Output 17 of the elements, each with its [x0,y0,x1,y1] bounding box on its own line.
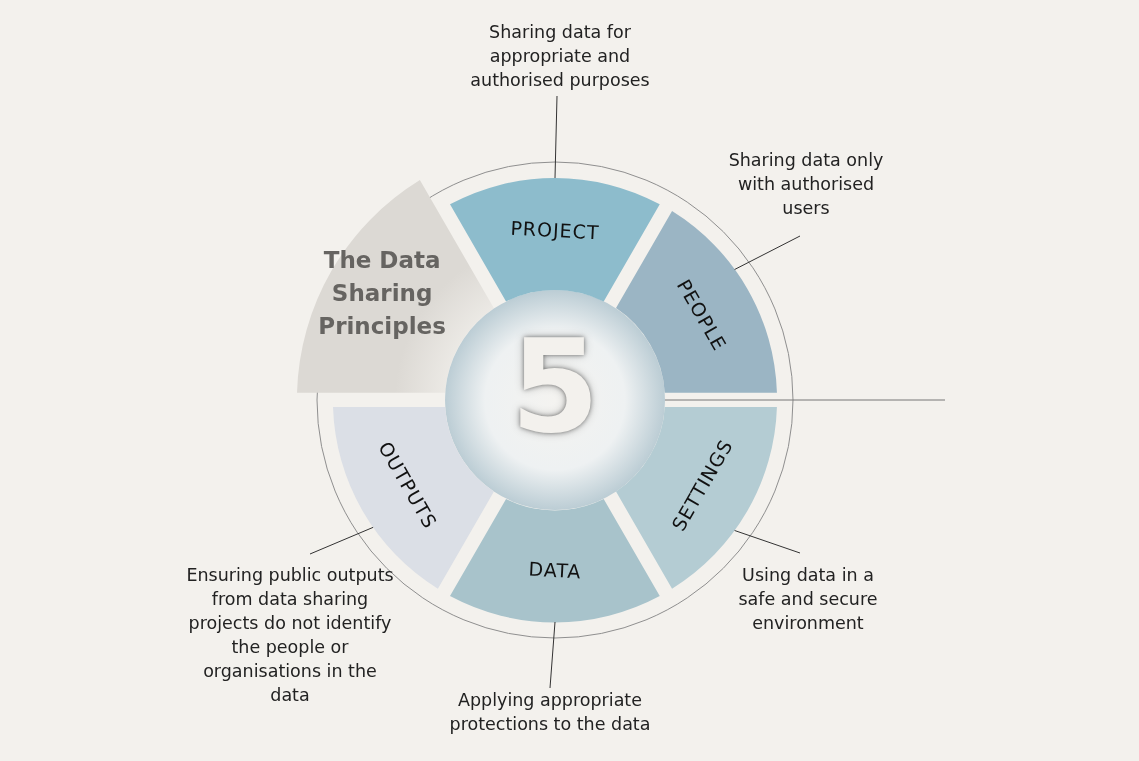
title-text: The Data Sharing Principles [317,246,447,342]
leader-line [309,526,374,555]
leader-line [734,235,801,270]
number-label: 5 [510,322,600,451]
ring-segment [450,498,660,622]
description-text: Sharing data for appropriate and authorised purposes [450,20,670,92]
description-text: Ensuring public outputs from data sharing projects do not identify the people or organisations in the data [185,563,395,707]
segment-label: DATA [527,557,582,583]
segment-label: PROJECT [509,216,601,244]
description-text: Sharing data only with authorised users [716,148,896,220]
description-text: Applying appropriate protections to the data [420,688,680,736]
leader-line [734,530,801,554]
leader-line [549,621,556,689]
description-text: Using data in a safe and secure environment [728,563,888,635]
ring-segment [450,178,660,302]
ring-segment [615,211,777,393]
leader-line [554,95,558,179]
